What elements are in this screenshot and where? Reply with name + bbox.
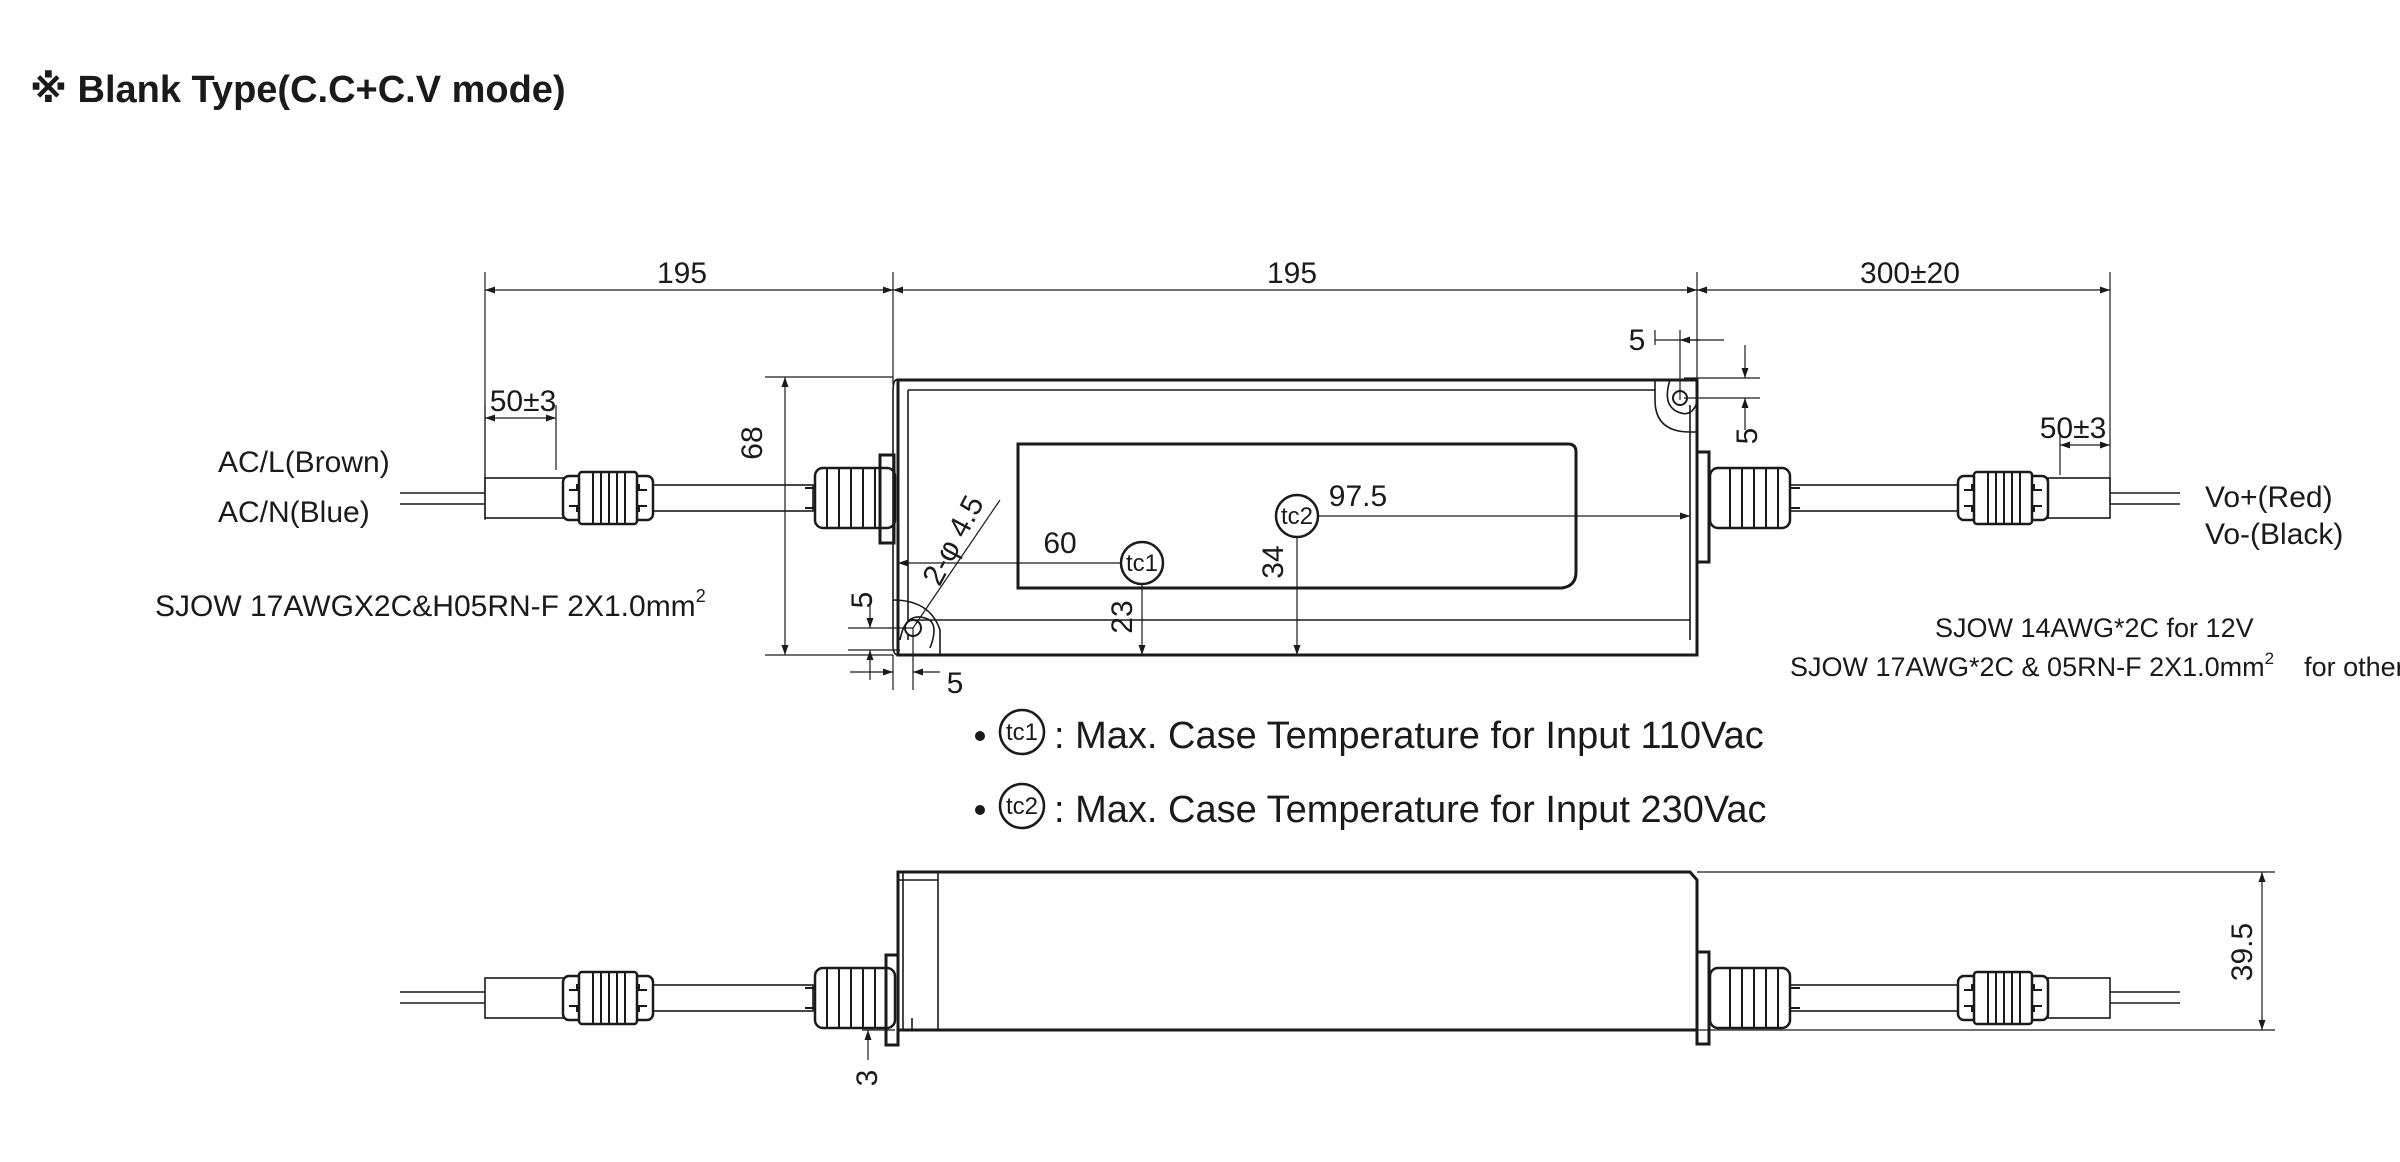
dim-right-strip: 50±3 — [2040, 412, 2107, 445]
legend-row-tc1: tc1 : Max. Case Temperature for Input 11… — [975, 708, 1764, 757]
tc-legend: tc1 : Max. Case Temperature for Input 11… — [975, 708, 1767, 831]
dim-case-width: 68 — [736, 426, 769, 459]
svg-text:tc2: tc2 — [1006, 793, 1038, 820]
dim-tc1-x: 60 — [1043, 527, 1076, 560]
output-label-negative: Vo-(Black) — [2205, 518, 2343, 551]
tc1-marker: tc1 — [1119, 540, 1165, 586]
svg-text:: Max. Case Temperature for In: : Max. Case Temperature for Input 230Vac — [1054, 789, 1767, 831]
output-cable-spec-12v: SJOW 14AWG*2C for 12V — [1935, 613, 2254, 643]
input-cable-spec: SJOW 17AWGX2C&H05RN-F 2X1.0mm2 — [155, 586, 706, 623]
dim-right-cable: 300±20 — [1860, 257, 1960, 290]
dim-slot-bot-x: 5 — [947, 667, 964, 700]
svg-text:tc1: tc1 — [1006, 719, 1038, 746]
side-view: 39.5 3 — [400, 870, 2275, 1087]
dim-left-strip: 50±3 — [490, 385, 557, 418]
input-label-neutral: AC/N(Blue) — [218, 496, 370, 529]
dim-offset: 3 — [851, 1070, 884, 1087]
legend-row-tc2: tc2 : Max. Case Temperature for Input 23… — [975, 782, 1767, 831]
input-label-line: AC/L(Brown) — [218, 446, 390, 479]
dim-height: 39.5 — [2226, 923, 2259, 981]
dim-slot-top-y: 5 — [1731, 428, 1764, 445]
svg-text:tc2: tc2 — [1281, 503, 1313, 530]
svg-text:tc1: tc1 — [1126, 550, 1158, 577]
drawing-title: ※ Blank Type(C.C+C.V mode) — [30, 69, 566, 111]
dim-slot-top-x: 5 — [1629, 324, 1646, 357]
dim-left-cable: 195 — [657, 257, 707, 290]
dim-slot-bot-y: 5 — [846, 592, 879, 609]
dim-tc2-y: 34 — [1257, 545, 1290, 578]
output-label-positive: Vo+(Red) — [2205, 481, 2333, 514]
dim-tc2-x: 97.5 — [1329, 480, 1387, 513]
svg-text:: Max. Case Temperature for In: : Max. Case Temperature for Input 110Vac — [1054, 715, 1764, 757]
dim-case-length: 195 — [1267, 257, 1317, 290]
dim-hole: 2-φ 4.5 — [916, 490, 990, 590]
dim-tc1-y: 23 — [1106, 600, 1139, 633]
top-view: 195 195 300±20 50±3 AC/L(Brown) AC/N(Blu… — [155, 257, 2400, 700]
tc2-marker: tc2 — [1274, 493, 1320, 539]
